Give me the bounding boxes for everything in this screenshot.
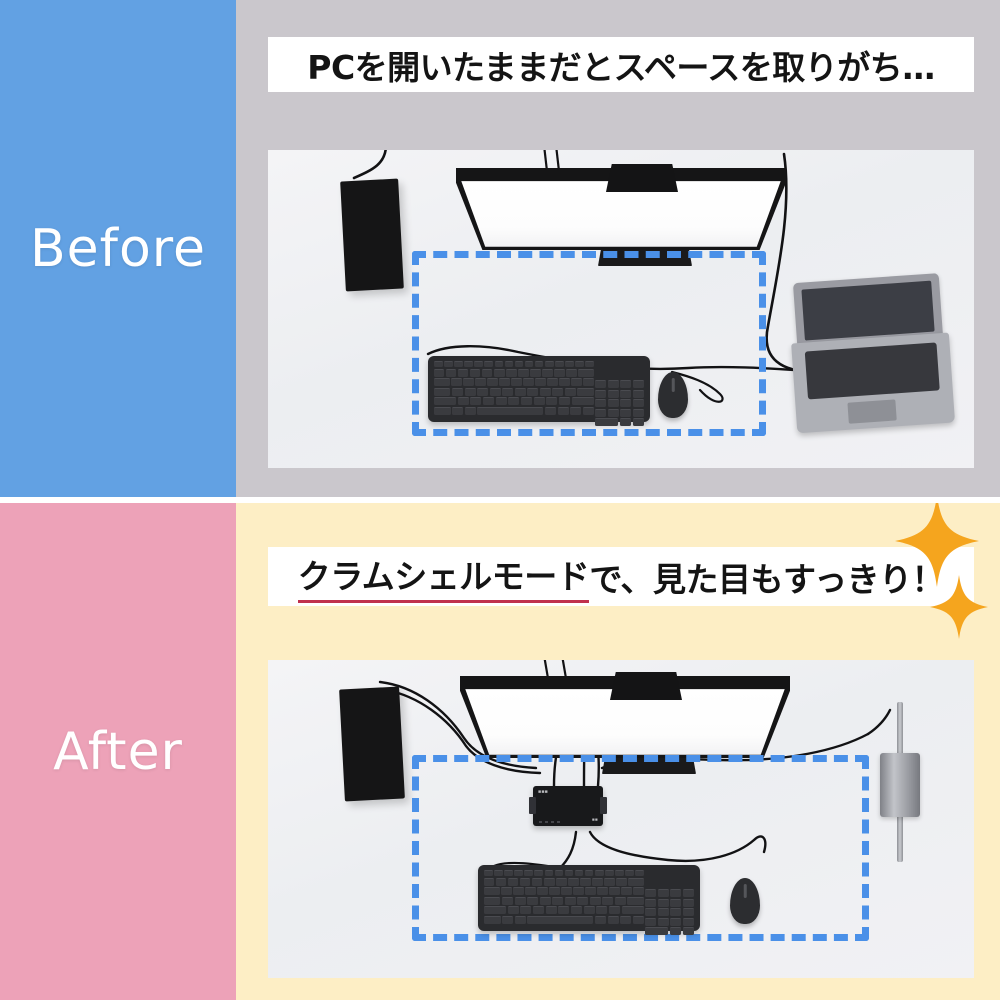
sparkle-large-icon	[895, 503, 979, 587]
monitor-screen	[465, 689, 785, 755]
pc-tower	[340, 178, 404, 292]
before-caption-banner: PCを開いたままだとスペースを取りがち…	[268, 37, 974, 92]
after-section: After クラムシェルモードで、見た目もすっきり！	[0, 503, 1000, 1000]
after-desk-scene: ■■■ ■■	[268, 660, 974, 978]
keyboard-main-block	[434, 361, 594, 417]
before-sidebar: Before	[0, 0, 236, 497]
usb-mouse	[730, 878, 760, 924]
after-caption-banner: クラムシェルモードで、見た目もすっきり！	[268, 547, 974, 606]
dock-brand-label: ■■■	[538, 789, 548, 795]
dock-port-left	[529, 797, 536, 814]
usb-keyboard	[478, 865, 700, 936]
open-laptop	[787, 273, 956, 434]
after-sidebar: After	[0, 503, 236, 1000]
monitor-screen	[461, 181, 781, 247]
dock-model-label: ■■	[591, 817, 598, 822]
docking-station: ■■■ ■■	[529, 786, 607, 826]
monitor-neck	[606, 164, 678, 192]
external-monitor	[460, 676, 790, 758]
usb-keyboard	[428, 356, 650, 427]
laptop-screen	[800, 280, 936, 341]
keyboard-numpad	[645, 889, 695, 937]
laptop-trackpad	[847, 399, 897, 424]
dock-status-leds	[539, 821, 560, 823]
after-caption-highlight: クラムシェルモード	[297, 550, 590, 603]
before-caption-text: PCを開いたままだとスペースを取りがち…	[307, 47, 935, 87]
before-section: Before PCを開いたままだとスペースを取りがち…	[0, 0, 1000, 497]
sparkle-small-icon	[930, 575, 988, 639]
after-desk-footprint-highlight	[412, 755, 869, 941]
vertical-laptop-stand	[880, 702, 920, 862]
after-label: After	[53, 721, 183, 782]
monitor-neck	[610, 672, 682, 700]
dock-port-right	[600, 797, 607, 814]
after-caption-rest: で、見た目もすっきり！	[589, 559, 945, 599]
pc-tower	[339, 686, 405, 802]
before-desk-scene	[268, 150, 974, 468]
before-desk-footprint-highlight	[412, 251, 766, 436]
keyboard-main-block	[484, 870, 644, 926]
closed-laptop	[880, 753, 920, 818]
monitor-base	[602, 758, 696, 774]
laptop-keyboard	[804, 342, 941, 400]
keyboard-numpad	[595, 380, 645, 428]
usb-mouse	[658, 372, 688, 418]
before-label: Before	[29, 218, 206, 279]
